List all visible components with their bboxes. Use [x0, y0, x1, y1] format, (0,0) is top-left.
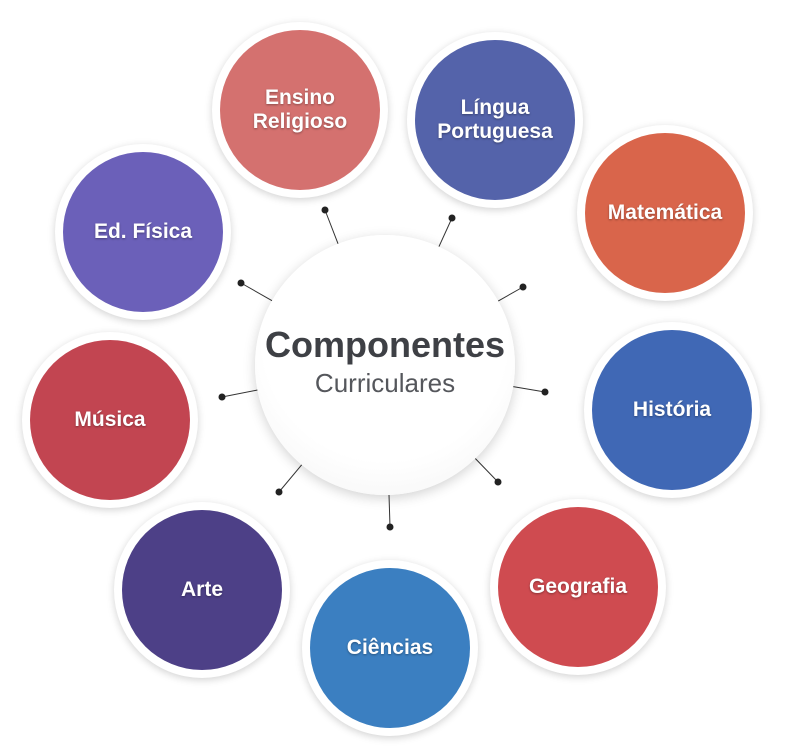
connector-line-ed-fisica: [240, 282, 273, 302]
connector-dot-arte: [275, 488, 283, 496]
connector-dot-lingua-portuguesa: [448, 214, 456, 222]
component-lingua-portuguesa: Língua Portuguesa: [407, 32, 583, 208]
component-label: Geografia: [528, 575, 628, 598]
connector-dot-ensino-religioso: [321, 206, 329, 214]
connector-line-arte: [278, 464, 303, 493]
component-ensino-religioso: Ensino Religioso: [212, 22, 388, 198]
component-label: Matemática: [607, 201, 723, 224]
component-label: História: [632, 398, 712, 421]
connector-line-lingua-portuguesa: [438, 217, 453, 247]
center-hub: Componentes Curriculares: [255, 235, 515, 495]
component-label: Língua Portuguesa: [437, 96, 553, 143]
component-arte: Arte: [114, 502, 290, 678]
component-ciencias: Ciências: [302, 560, 478, 736]
component-musica: Música: [22, 332, 198, 508]
connector-line-geografia: [474, 458, 499, 483]
component-matematica: Matemática: [577, 125, 753, 301]
center-title: Componentes: [264, 323, 505, 365]
connector-line-matematica: [497, 286, 524, 302]
connector-dot-musica: [218, 393, 226, 401]
component-historia: História: [584, 322, 760, 498]
component-label: Ensino Religioso: [252, 86, 348, 133]
component-label: Arte: [180, 578, 223, 601]
connector-dot-ed-fisica: [237, 279, 245, 287]
component-label: Ciências: [346, 636, 434, 659]
connector-dot-geografia: [494, 478, 502, 486]
center-subtitle: Curriculares: [314, 367, 456, 398]
component-ed-fisica: Ed. Física: [55, 144, 231, 320]
connector-dot-matematica: [519, 283, 527, 291]
connector-line-ciencias: [388, 494, 391, 528]
connector-line-musica: [221, 389, 258, 398]
component-label: Música: [74, 408, 146, 431]
connector-line-historia: [513, 386, 546, 393]
connector-line-ensino-religioso: [324, 209, 339, 244]
component-label: Ed. Física: [93, 220, 193, 243]
connector-dot-ciencias: [386, 523, 394, 531]
connector-dot-historia: [541, 388, 549, 396]
component-geografia: Geografia: [490, 499, 666, 675]
